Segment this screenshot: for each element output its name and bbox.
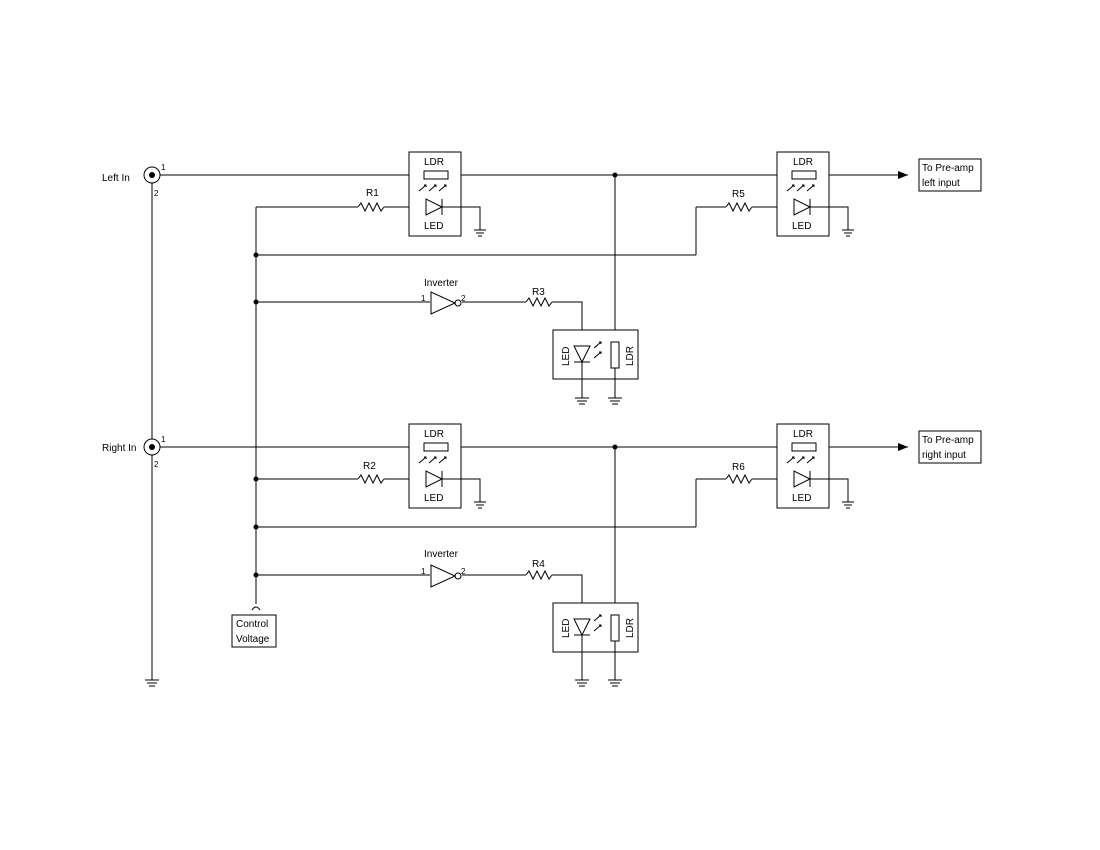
left-output-line2: left input <box>922 178 960 189</box>
resistor-r5-label: R5 <box>732 189 745 200</box>
resistor-r1-label: R1 <box>366 188 379 199</box>
ldr-resistor <box>423 170 449 180</box>
optocoupler-shunt-top: LED LDR <box>552 175 639 405</box>
inverter-bottom: Inverter 1 2 <box>421 549 466 588</box>
shield-ground-wire <box>145 183 159 687</box>
left-output-label: To Pre-amp left input <box>918 158 982 192</box>
left-signal-line <box>160 171 908 179</box>
led-diode <box>573 345 591 364</box>
left-input-connector: Left In 1 2 <box>102 163 166 198</box>
optocoupler-series-bottom-left: LDR LED <box>408 423 486 509</box>
junction-dot <box>253 252 259 258</box>
junction-dot <box>253 476 259 482</box>
left-input-label: Left In <box>102 173 130 184</box>
left-input-pin2: 2 <box>154 189 159 198</box>
ldr-label: LDR <box>424 429 444 440</box>
led-diode <box>425 198 444 216</box>
control-voltage-bus <box>251 206 726 611</box>
inverter-top: Inverter 1 2 <box>421 278 466 315</box>
control-voltage-line1: Control <box>236 619 268 630</box>
right-output-line1: To Pre-amp <box>922 435 974 446</box>
resistor-r2-label: R2 <box>363 461 376 472</box>
left-output-line1: To Pre-amp <box>922 163 974 174</box>
right-output-arrow <box>898 443 908 451</box>
led-label: LED <box>792 493 811 504</box>
optocoupler-series-bottom-right: LDR LED <box>776 423 854 509</box>
led-label: LED <box>792 221 811 232</box>
left-output-arrow <box>898 171 908 179</box>
right-input-pin2: 2 <box>154 460 159 469</box>
control-voltage-label: Control Voltage <box>231 614 277 648</box>
inverter-bottom-pin-in: 1 <box>421 567 426 576</box>
left-input-pin1: 1 <box>161 163 166 172</box>
junction-dot <box>253 299 259 305</box>
junction-dot <box>253 572 259 578</box>
right-output-label: To Pre-amp right input <box>918 430 982 464</box>
inverter-top-pin-out: 2 <box>461 294 466 303</box>
inverter-bottom-label: Inverter <box>424 549 459 560</box>
led-label: LED <box>424 493 443 504</box>
optocoupler-series-top-left: LDR LED <box>408 151 486 237</box>
resistor-r3: R3 <box>462 287 583 346</box>
control-voltage-line2: Voltage <box>236 634 270 645</box>
optocoupler-series-top-right: LDR LED <box>776 151 854 237</box>
led-label: LED <box>561 619 572 638</box>
ldr-resistor <box>610 341 620 369</box>
resistor-r4-label: R4 <box>532 559 545 570</box>
inverter-bottom-pin-out: 2 <box>461 567 466 576</box>
ldr-label: LDR <box>793 429 813 440</box>
junction-dot <box>253 524 259 530</box>
ldr-label: LDR <box>625 618 636 638</box>
right-output-line2: right input <box>922 450 966 461</box>
inverter-top-label: Inverter <box>424 278 459 289</box>
ldr-label: LDR <box>793 157 813 168</box>
right-input-connector: Right In 1 2 <box>102 435 166 469</box>
led-label: LED <box>424 221 443 232</box>
light-arrow <box>418 184 427 192</box>
inverter-top-pin-in: 1 <box>421 294 426 303</box>
ldr-label: LDR <box>424 157 444 168</box>
right-input-pin1: 1 <box>161 435 166 444</box>
led-label: LED <box>561 347 572 366</box>
ldr-label: LDR <box>625 346 636 366</box>
right-input-label: Right In <box>102 443 136 454</box>
optocoupler-shunt-bottom: LED LDR <box>552 447 639 687</box>
resistor-r6-label: R6 <box>732 462 745 473</box>
resistor-r3-label: R3 <box>532 287 545 298</box>
